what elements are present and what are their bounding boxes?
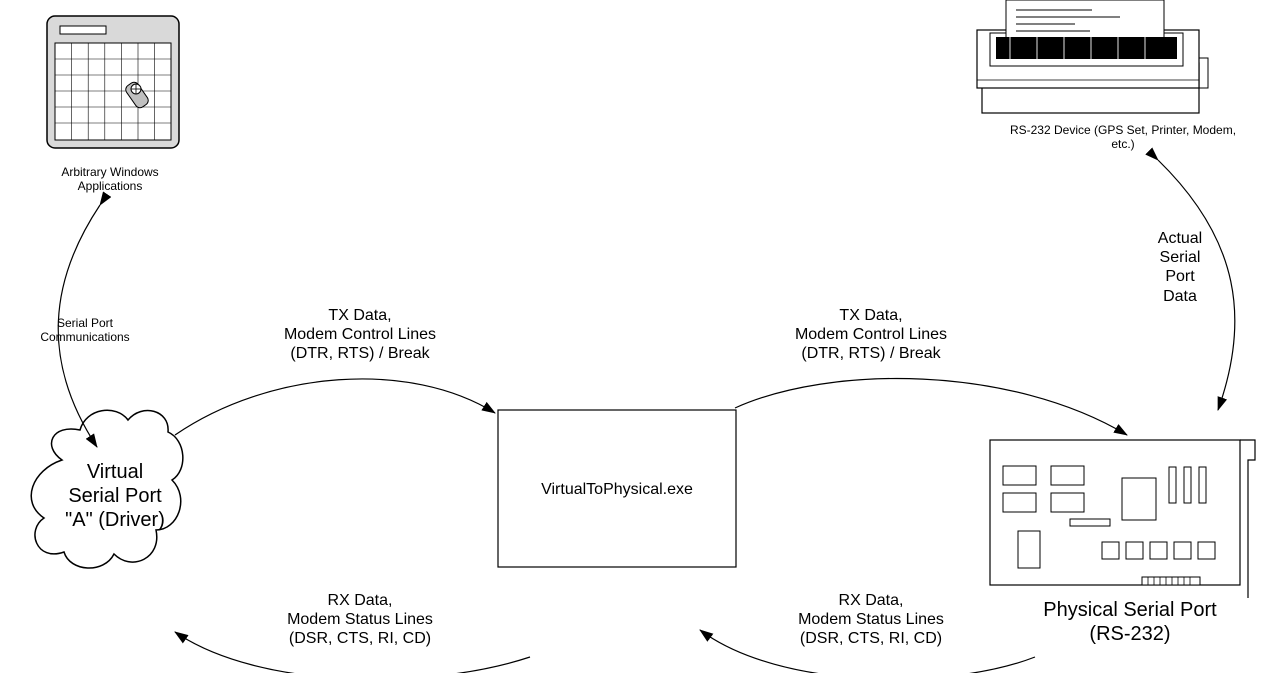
arrow-tx-to-card <box>734 377 1128 436</box>
serial-port-communications-label: Serial Port Communications <box>40 316 130 345</box>
virtual-serial-port-label: Virtual Serial Port "A" (Driver) <box>65 461 165 531</box>
arrow-rx-to-exe <box>699 629 1036 673</box>
physical-serial-port-label: Physical Serial Port (RS-232) <box>1043 599 1217 645</box>
virtual-to-physical-box <box>497 409 737 568</box>
printer-icon <box>976 0 1209 114</box>
rs232-device-label: RS-232 Device (GPS Set, Printer, Modem, … <box>1009 123 1237 152</box>
serial-card-icon <box>989 439 1256 598</box>
exe-label: VirtualToPhysical.exe <box>541 481 693 498</box>
tx-label-left: TX Data, Modem Control Lines (DTR, RTS) … <box>283 307 437 363</box>
tx-label-right: TX Data, Modem Control Lines (DTR, RTS) … <box>794 307 948 363</box>
arrow-app-to-driver <box>57 191 112 448</box>
mouse-icon <box>125 81 149 109</box>
actual-serial-data-label: Actual Serial Port Data <box>1157 230 1203 305</box>
applications-label: Arbitrary Windows Applications <box>61 165 159 194</box>
arrow-tx-to-exe <box>174 378 496 436</box>
application-window-icon <box>46 15 180 149</box>
arrow-rx-to-driver <box>174 631 531 673</box>
rx-label-right: RX Data, Modem Status Lines (DSR, CTS, R… <box>798 592 944 648</box>
arrow-device-to-card <box>1145 147 1236 411</box>
rx-label-left: RX Data, Modem Status Lines (DSR, CTS, R… <box>287 592 433 648</box>
